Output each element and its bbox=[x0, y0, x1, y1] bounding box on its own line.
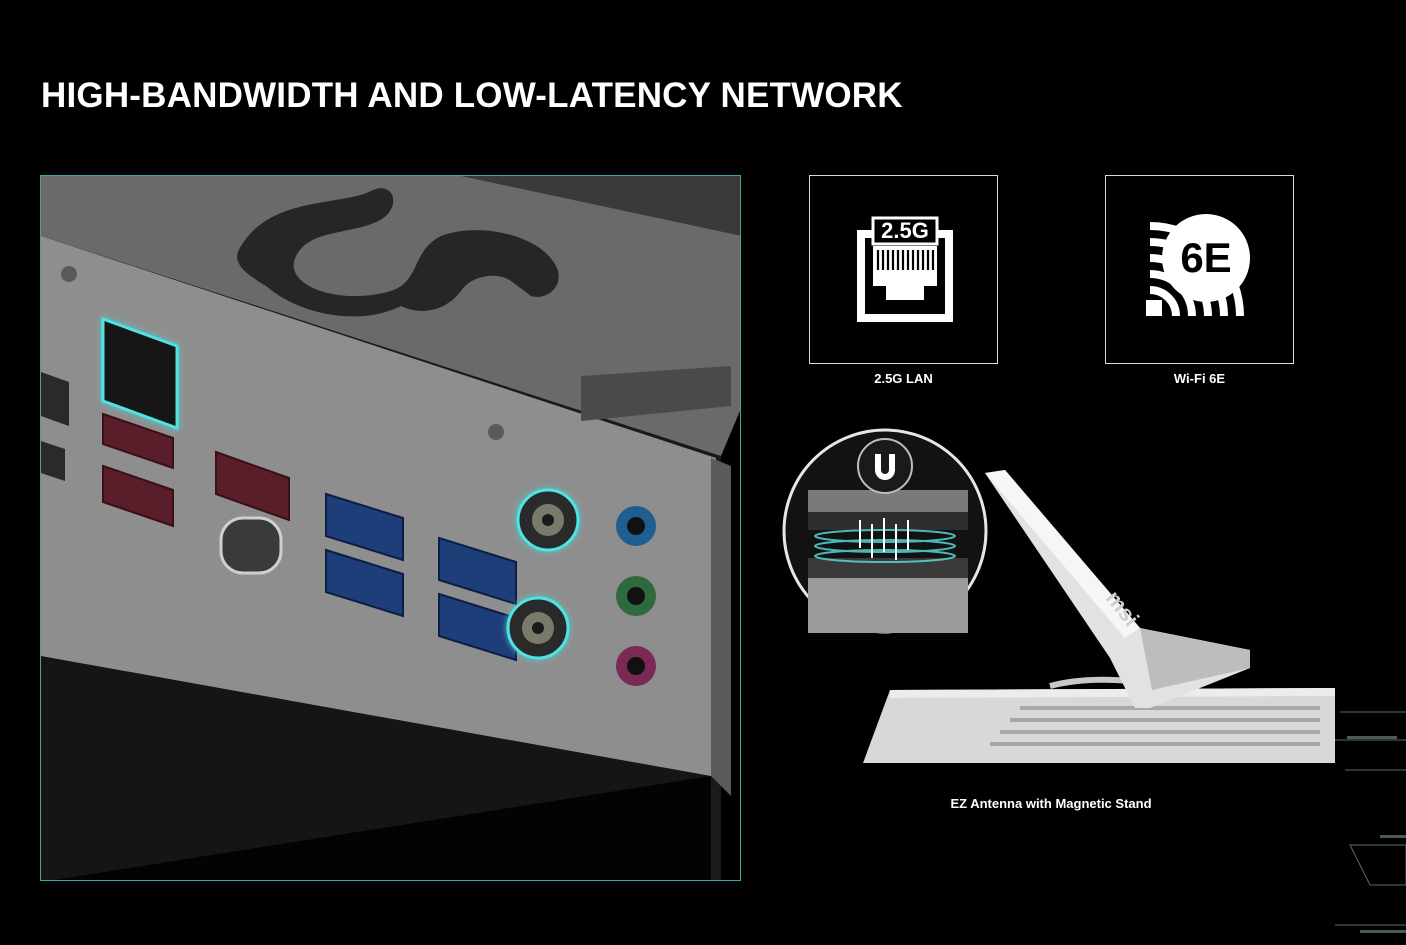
lan-port-icon bbox=[857, 216, 953, 322]
page-title: HIGH-BANDWIDTH AND LOW-LATENCY NETWORK bbox=[41, 76, 903, 115]
lan-caption: 2.5G LAN bbox=[874, 371, 933, 386]
rear-io-panel-image bbox=[40, 175, 741, 881]
lan-icon-label: 2.5G bbox=[881, 218, 929, 243]
wifi-icon-label: 6E bbox=[1180, 234, 1232, 281]
wifi-feature-tile: 6E bbox=[1105, 175, 1294, 364]
decorative-circuit-graphic bbox=[1335, 700, 1406, 940]
lan-feature-tile: 2.5G bbox=[809, 175, 998, 364]
wifi-caption: Wi-Fi 6E bbox=[1173, 371, 1226, 386]
wifi-6e-icon bbox=[1146, 214, 1250, 317]
antenna-caption: EZ Antenna with Magnetic Stand bbox=[950, 796, 1152, 811]
ez-antenna-image: msi bbox=[780, 428, 1340, 768]
